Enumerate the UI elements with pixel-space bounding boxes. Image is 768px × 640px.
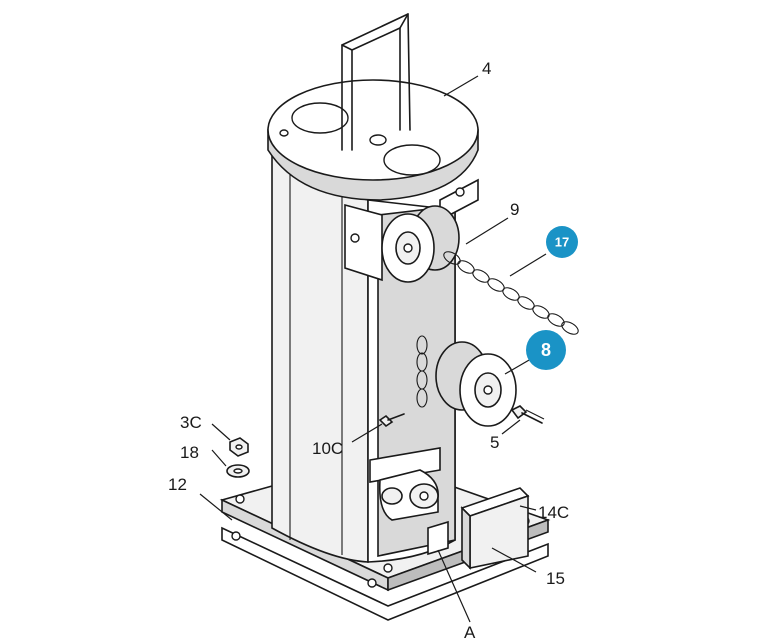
leader-lines	[199, 75, 547, 623]
callout-18: 18	[180, 443, 199, 462]
badge-8-label: 8	[541, 340, 551, 360]
callout-a: A	[464, 623, 476, 640]
callout-12: 12	[168, 475, 187, 494]
callout-4: 4	[482, 59, 491, 78]
callout-15: 15	[546, 569, 565, 588]
callout-3c: 3C	[180, 413, 202, 432]
bolt-5	[510, 405, 545, 424]
upper-pulley	[381, 205, 460, 283]
callout-5: 5	[490, 433, 499, 452]
chain	[416, 251, 579, 408]
bracket-14c	[460, 487, 530, 570]
block-a	[427, 520, 449, 556]
badge-8[interactable]: 8	[526, 330, 566, 370]
nut-3c	[229, 437, 249, 457]
callout-10c: 10C	[312, 439, 343, 458]
callout-9: 9	[510, 200, 519, 219]
lower-pulley	[435, 341, 517, 427]
badge-17-label: 17	[555, 235, 569, 250]
washer-18	[226, 464, 250, 478]
top-cap	[267, 79, 479, 201]
column-body	[271, 148, 479, 563]
callout-14c: 14C	[538, 503, 569, 522]
screw-10c	[378, 413, 405, 428]
lock-mechanism	[378, 469, 439, 521]
handle	[341, 13, 411, 151]
badge-17[interactable]: 17	[546, 226, 578, 258]
